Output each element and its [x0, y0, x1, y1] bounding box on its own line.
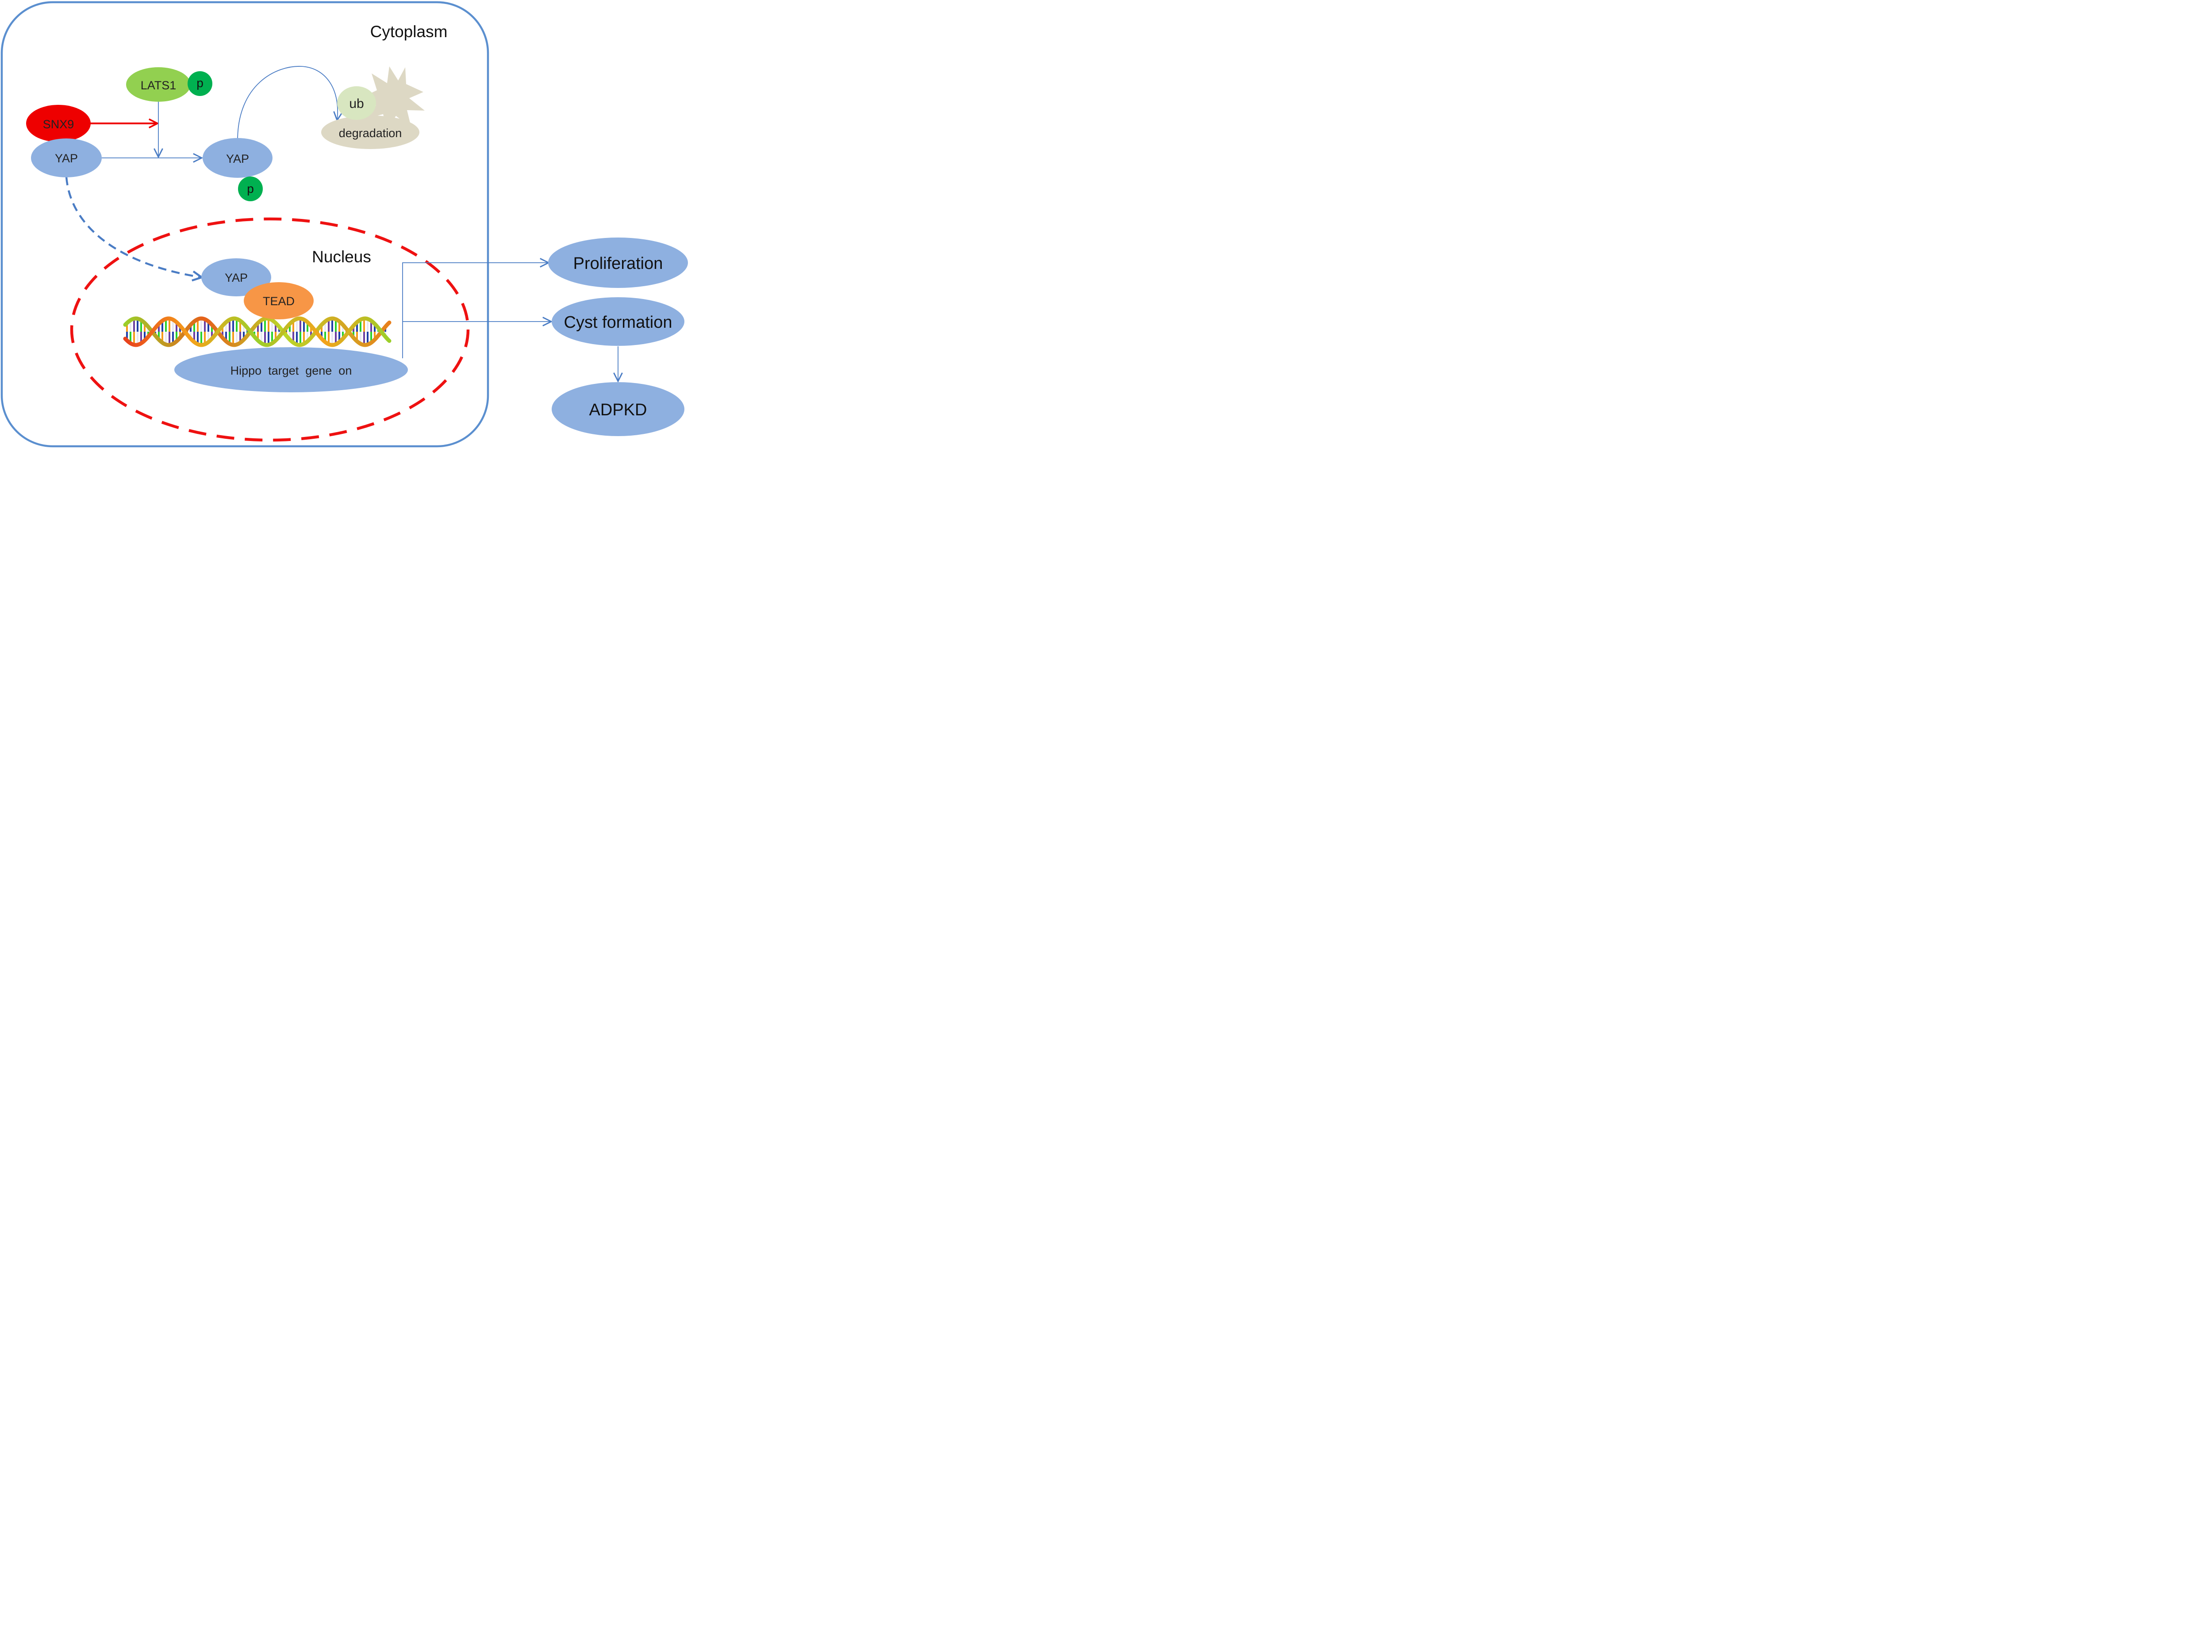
hippo-target-gene-label: Hippo target gene on [230, 364, 352, 377]
yap-hippo-pathway-diagram: Cytoplasm Nucleus LATS1 p SNX9 YAP YAP p [0, 1, 688, 448]
tead-label: TEAD [263, 295, 295, 308]
dna-strand-front [123, 316, 392, 347]
yap-to-degradation-arrow [237, 66, 338, 141]
yap-nucleus-label: YAP [225, 271, 248, 284]
proliferation-node: Proliferation [548, 238, 688, 288]
yap-cytoplasm-node: YAP [31, 138, 102, 177]
lats1-phosphate-label: p [196, 76, 204, 90]
yap-phosphorylated-label: YAP [226, 152, 249, 165]
yap-cytoplasm-label: YAP [55, 152, 78, 165]
yap-nuclear-translocation-arrow [65, 176, 202, 277]
adpkd-node: ADPKD [552, 382, 684, 436]
dna-helix-icon [123, 316, 392, 347]
tead-node: TEAD [244, 282, 314, 319]
yap-phosphate-label: p [247, 182, 254, 195]
cytoplasm-label: Cytoplasm [370, 23, 448, 41]
yap-nucleus-node: YAP [201, 258, 271, 296]
lats1-node: LATS1 [126, 67, 191, 102]
hippo-outcome-connector [402, 263, 549, 358]
lats1-label: LATS1 [141, 79, 177, 92]
snx9-label: SNX9 [43, 118, 74, 131]
dna-strand-back [123, 316, 392, 347]
cell-boundary [0, 1, 489, 448]
lats1-phosphate-node: p [188, 71, 212, 96]
proliferation-label: Proliferation [573, 254, 663, 273]
snx9-node: SNX9 [26, 105, 91, 142]
degradation-label: degradation [339, 126, 402, 140]
hippo-target-gene-node: Hippo target gene on [174, 347, 408, 392]
degradation-node: degradation [321, 115, 419, 149]
nucleus-boundary [70, 217, 470, 442]
yap-phosphorylated-node: YAP [203, 138, 273, 178]
adpkd-label: ADPKD [589, 401, 647, 419]
degradation-burst-icon [362, 66, 425, 129]
ubiquitin-node: ub [337, 86, 376, 120]
nucleus-label: Nucleus [312, 248, 371, 266]
cyst-formation-label: Cyst formation [564, 313, 672, 332]
yap-phosphate-node: p [238, 176, 263, 201]
ubiquitin-label: ub [349, 96, 364, 111]
cyst-formation-node: Cyst formation [552, 297, 684, 346]
